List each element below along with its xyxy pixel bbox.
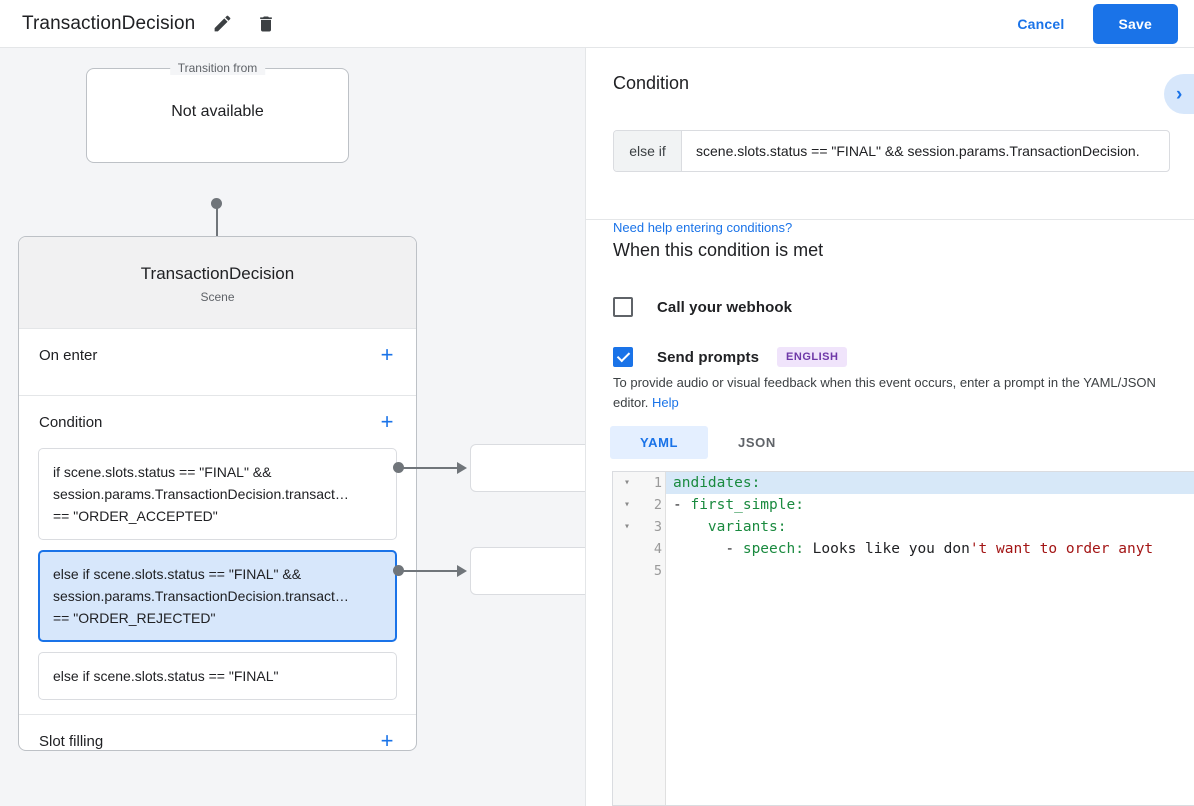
editor-token: 't want to order anyt	[969, 541, 1154, 557]
editor-token: variants:	[707, 519, 787, 535]
chevron-right-icon: ›	[1176, 83, 1183, 105]
condition-chip-order-accepted[interactable]: if scene.slots.status == "FINAL" && sess…	[38, 448, 397, 540]
add-on-enter-button[interactable]: +	[380, 342, 394, 367]
condition-chip-line1: else if scene.slots.status == "FINAL" &&	[53, 566, 302, 582]
editor-code-line[interactable]: - first_simple:	[673, 494, 1194, 516]
collapse-panel-button[interactable]: ›	[1164, 74, 1194, 114]
send-prompts-label: Send prompts	[657, 348, 760, 366]
language-badge: ENGLISH	[777, 347, 848, 367]
editor-line-number: 2	[653, 497, 662, 513]
section-on-enter-title: On enter	[39, 346, 98, 364]
editor-token: andidates:	[673, 475, 761, 491]
editor-code-area[interactable]: andidates: - first_simple: variants: - sp…	[667, 472, 1194, 805]
send-prompts-helper-text: To provide audio or visual feedback when…	[613, 373, 1177, 413]
editor-token: Looks like you don	[803, 541, 970, 557]
editor-line-number-gutter: 1 2 3 4 5	[641, 472, 666, 805]
editor-line-number: 3	[653, 519, 662, 535]
send-prompts-checkbox[interactable]	[613, 347, 633, 367]
editor-token	[673, 519, 708, 535]
call-webhook-label: Call your webhook	[657, 298, 793, 316]
editor-code-line[interactable]: andidates:	[673, 472, 1194, 494]
condition-chip-line2: session.params.TransactionDecision.trans…	[53, 588, 349, 604]
condition-chip-line2: session.params.TransactionDecision.trans…	[53, 486, 349, 502]
condition-help-link[interactable]: Need help entering conditions?	[613, 220, 793, 235]
transition-to-node[interactable]: Transition to TransactionDecision Scene …	[18, 236, 417, 751]
editor-code-line[interactable]: variants:	[673, 516, 1194, 538]
tab-yaml[interactable]: YAML	[610, 426, 709, 459]
transition-from-node[interactable]: Transition from Not available	[86, 61, 349, 163]
scene-header: TransactionDecision Scene	[19, 237, 416, 329]
send-prompts-helper-body: To provide audio or visual feedback when…	[613, 375, 1156, 410]
call-webhook-checkbox[interactable]	[613, 297, 633, 317]
editor-fold-toggle-icon[interactable]: ▾	[623, 499, 631, 510]
editor-line-number: 1	[653, 475, 662, 491]
editor-line-number: 5	[653, 563, 662, 579]
scene-graph-canvas[interactable]: Transition from Not available Transition…	[0, 48, 585, 806]
condition-accepted-connector-line	[399, 467, 459, 469]
condition-rejected-connector-dot	[393, 565, 404, 576]
section-slot-filling: Slot filling + Slot validation	[19, 715, 416, 751]
send-prompts-row[interactable]: Send prompts ENGLISH	[613, 347, 848, 367]
scene-type-label: Scene	[200, 290, 235, 304]
editor-fold-toggle-icon[interactable]: ▾	[623, 521, 631, 532]
section-on-enter: On enter +	[19, 329, 416, 396]
condition-chip-line1: if scene.slots.status == "FINAL" &&	[53, 464, 272, 480]
condition-expression-input[interactable]	[682, 131, 1169, 171]
condition-chip-line3: == "ORDER_REJECTED"	[53, 610, 216, 626]
when-condition-met-heading: When this condition is met	[613, 240, 824, 260]
section-condition-title: Condition	[39, 413, 103, 431]
condition-chip-order-rejected[interactable]: else if scene.slots.status == "FINAL" &&…	[38, 550, 397, 642]
tab-json[interactable]: JSON	[738, 435, 776, 450]
cancel-button[interactable]: Cancel	[1003, 8, 1078, 40]
section-on-enter-head: On enter +	[19, 329, 416, 381]
editor-token: -	[673, 497, 691, 513]
editor-fold-gutter: ▾ ▾ ▾	[613, 472, 641, 805]
flow-connector-line	[216, 203, 218, 261]
target-node-accepted[interactable]	[470, 444, 585, 492]
editor-token: -	[673, 541, 743, 557]
editor-code-line[interactable]: - speech: Looks like you don't want to o…	[673, 538, 1194, 560]
condition-prefix-label: else if	[614, 131, 682, 171]
edit-pencil-icon[interactable]	[205, 7, 239, 41]
condition-chip-line3: == "ORDER_ACCEPTED"	[53, 508, 218, 524]
editor-code-line[interactable]	[673, 560, 1194, 582]
condition-chip-line1: else if scene.slots.status == "FINAL"	[53, 668, 279, 684]
save-button[interactable]: Save	[1092, 3, 1178, 44]
delete-trash-icon[interactable]	[249, 7, 283, 41]
condition-details-panel: Condition › else if Need help entering c…	[585, 48, 1194, 806]
call-webhook-row[interactable]: Call your webhook	[613, 297, 792, 317]
editor-format-tabs: YAML JSON	[610, 426, 806, 459]
condition-rejected-connector-line	[399, 570, 459, 572]
add-condition-button[interactable]: +	[380, 409, 394, 434]
condition-accepted-connector-dot	[393, 462, 404, 473]
add-slot-filling-button[interactable]: +	[380, 728, 394, 751]
condition-panel-heading: Condition	[613, 73, 690, 93]
top-app-bar: TransactionDecision Cancel Save	[0, 0, 1194, 48]
scene-sections: On enter + Condition + if scene.slots.st…	[19, 329, 416, 750]
editor-token: speech:	[742, 541, 804, 557]
transition-from-title: Not available	[171, 103, 264, 120]
condition-input-group[interactable]: else if	[613, 130, 1170, 172]
condition-chip-final[interactable]: else if scene.slots.status == "FINAL"	[38, 652, 397, 700]
editor-fold-toggle-icon[interactable]: ▾	[623, 477, 631, 488]
section-slot-filling-title: Slot filling	[39, 732, 104, 750]
editor-active-line-code-highlight	[667, 472, 1194, 494]
section-slot-filling-head: Slot filling +	[19, 715, 416, 751]
section-condition: Condition + if scene.slots.status == "FI…	[19, 396, 416, 715]
page-title: TransactionDecision	[22, 12, 196, 34]
editor-line-number: 4	[653, 541, 662, 557]
transition-from-legend: Transition from	[169, 61, 266, 75]
send-prompts-help-link[interactable]: Help	[652, 395, 679, 410]
condition-accepted-connector-arrow	[457, 462, 467, 474]
target-node-rejected[interactable]	[470, 547, 585, 595]
section-condition-head: Condition +	[19, 396, 416, 448]
scene-name: TransactionDecision	[140, 264, 295, 283]
editor-token: first_simple:	[690, 497, 804, 513]
panel-divider	[586, 219, 1194, 220]
yaml-editor[interactable]: ▾ ▾ ▾ 1 2 3 4 5 andidates: - first_simple: vari…	[612, 471, 1194, 806]
condition-rejected-connector-arrow	[457, 565, 467, 577]
